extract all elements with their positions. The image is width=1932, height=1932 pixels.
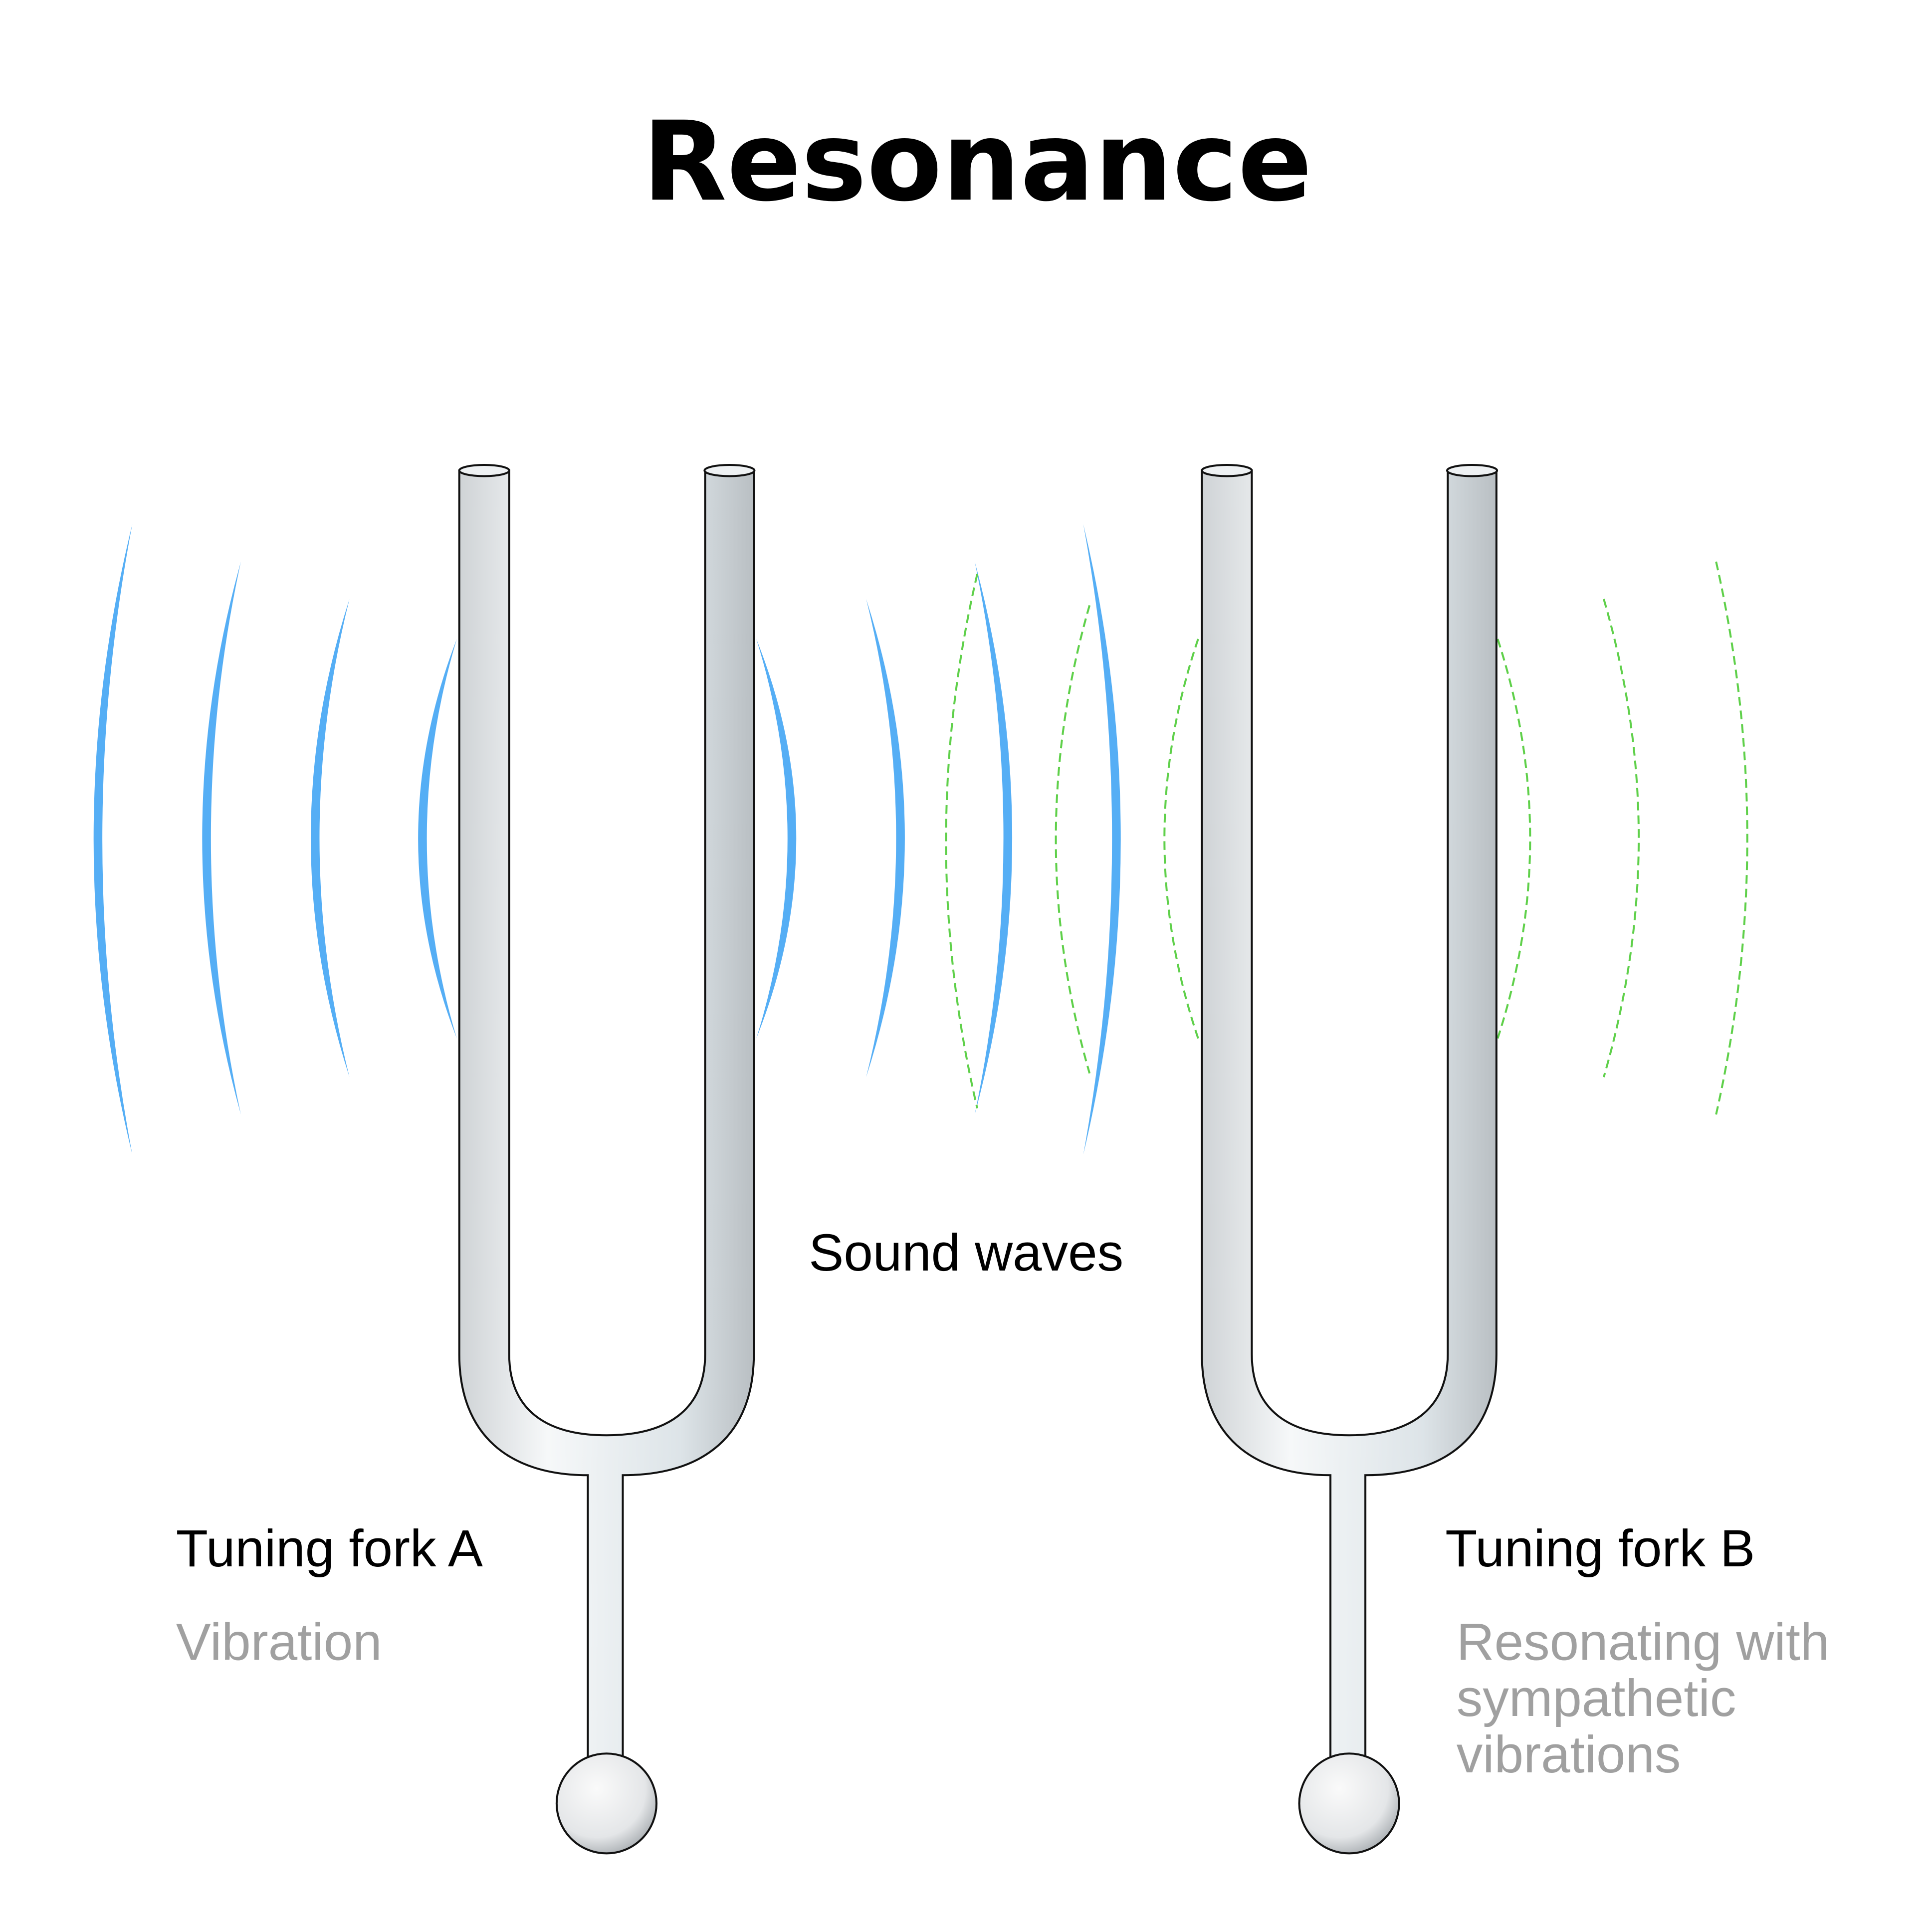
prong-tip [1201, 463, 1253, 477]
sound-wave-arc [975, 561, 1013, 1115]
fork-ball [555, 1752, 658, 1855]
fork-b-description-line: vibrations [1457, 1725, 1681, 1784]
fork-b-description-line: Resonating with [1457, 1613, 1830, 1672]
fork-ball [1298, 1752, 1400, 1855]
fork-b-description-line: sympathetic [1457, 1669, 1736, 1727]
fork-body [1201, 469, 1498, 1761]
sound-waves-label: Sound waves [809, 1224, 1123, 1282]
sound-wave-arc [866, 599, 905, 1077]
prong-tip [1446, 463, 1499, 477]
sound-wave-arc [202, 561, 241, 1115]
sympathetic-wave-arc [1055, 605, 1091, 1074]
prong-tip [703, 463, 756, 477]
sympathetic-wave-arc [1715, 561, 1748, 1115]
sympathetic-wave-arc [1163, 639, 1199, 1039]
tuning-fork-b [1201, 463, 1499, 1855]
fork-a-label: Tuning fork A [176, 1519, 483, 1578]
sound-wave-arc [418, 639, 457, 1039]
prong-tip [458, 463, 510, 477]
sympathetic-wave-arc [1603, 599, 1640, 1077]
sympathetic-wave-arc [1497, 639, 1531, 1039]
sound-waves [93, 524, 1748, 1155]
sound-wave-arc [756, 639, 797, 1039]
tuning-fork-a [458, 463, 756, 1855]
fork-b-label: Tuning fork B [1445, 1519, 1755, 1578]
sound-wave-arc [310, 599, 350, 1077]
sound-wave-arc [1083, 524, 1121, 1155]
sympathetic-wave-arc [945, 574, 978, 1109]
title: Resonance [643, 98, 1312, 225]
sound-wave-arc [93, 524, 133, 1155]
fork-a-description: Vibration [176, 1613, 382, 1672]
fork-body [458, 469, 755, 1761]
